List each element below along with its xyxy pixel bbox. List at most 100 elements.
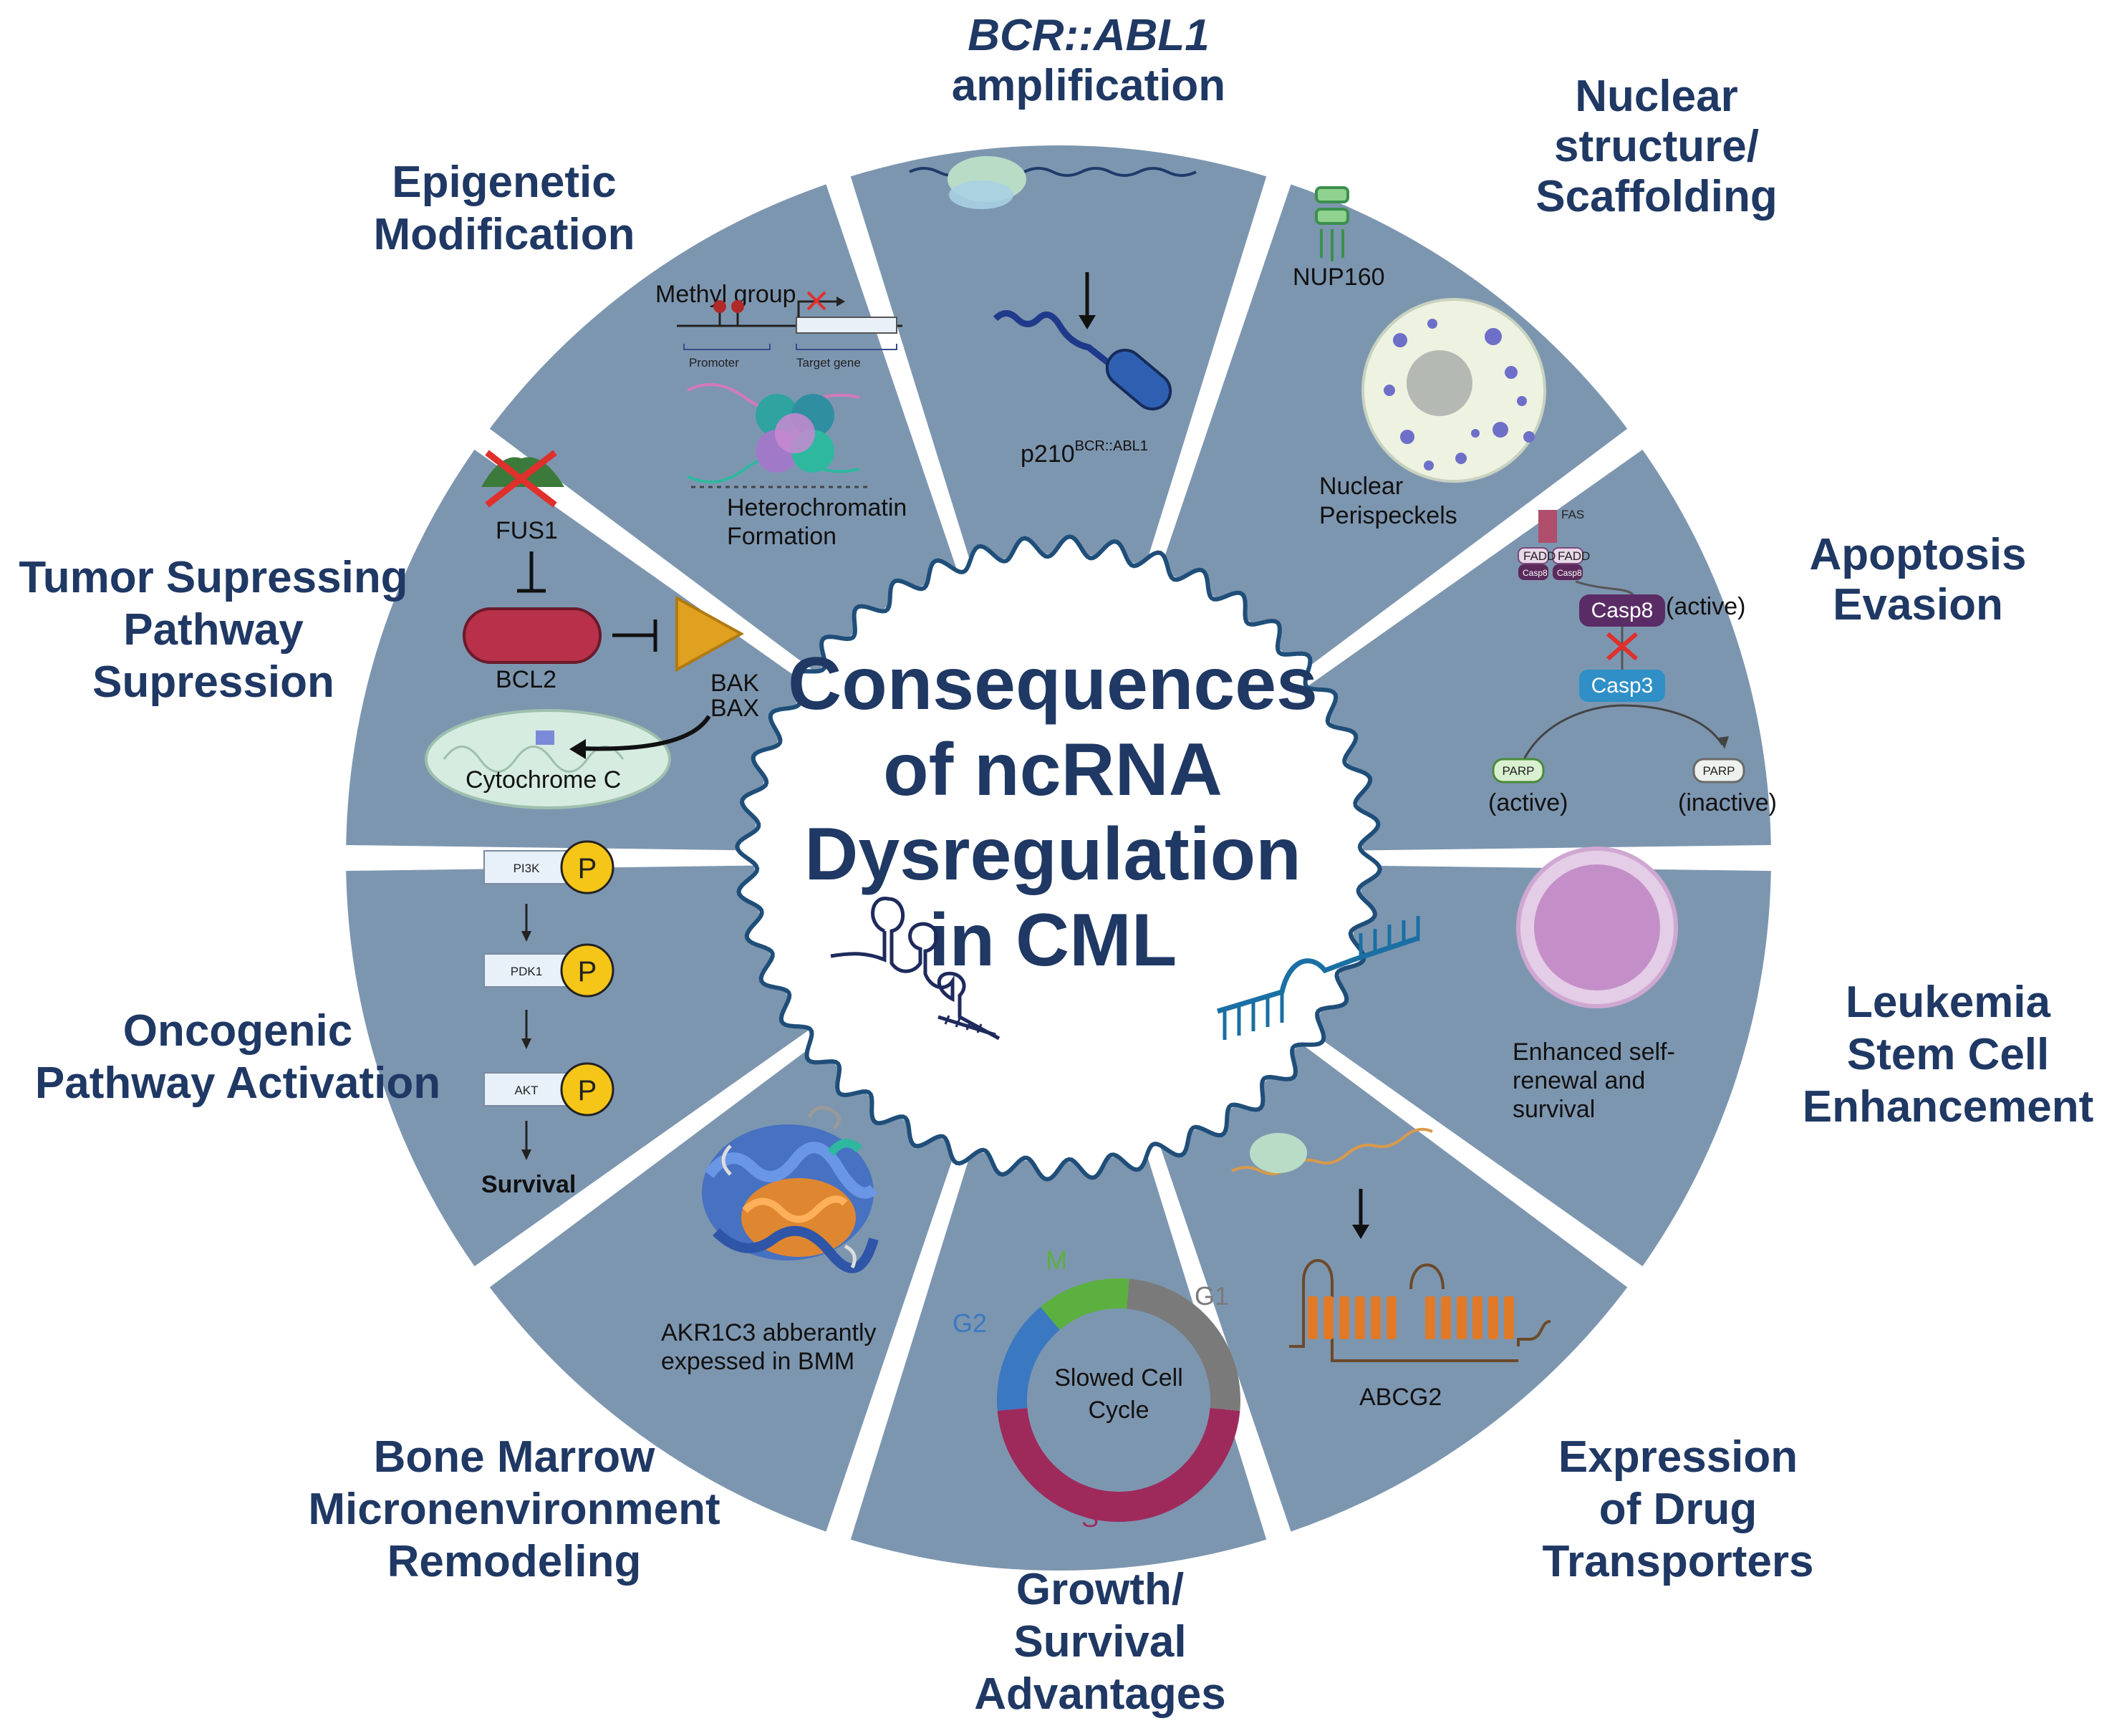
center-title-line-2: of ncRNA: [883, 728, 1223, 811]
phase-g1-label: G1: [1195, 1281, 1229, 1311]
methyl-icon-1: [713, 300, 726, 313]
stemcell-text-line-1: Enhanced self-: [1513, 1038, 1675, 1066]
fas-receptor-icon: [1538, 510, 1557, 543]
casp8-state-label: (active): [1666, 593, 1745, 620]
casp8-label: Casp8: [1591, 599, 1654, 622]
segment-bmm-content: AKR1C3 abberantly expessed in BMM: [661, 1106, 879, 1375]
survival-label: Survival: [481, 1171, 576, 1198]
release-arrow-icon: [579, 715, 711, 751]
label-bmm-line-1: Bone Marrow: [374, 1432, 655, 1482]
abcg2-helices: [1308, 1296, 1514, 1339]
label-growth-line-3: Advantages: [974, 1669, 1225, 1719]
parp-inactive-state: (inactive): [1678, 789, 1777, 816]
phospho-label-1: P: [578, 853, 597, 884]
segment-nuclear-content: NUP160 Nuclear Perispeckels: [1293, 186, 1546, 529]
segment-epigenetic-content: Methyl group Promoter Target gene Hetero…: [655, 281, 907, 550]
center-circle: [735, 534, 1382, 1182]
segment-drug-content: ABCG2: [1231, 1127, 1551, 1411]
blocked-x-icon: [1606, 632, 1638, 661]
label-epigenetic-line-2: Modification: [373, 210, 635, 259]
nup160-icon: [1315, 186, 1349, 261]
hetero-label-line-2: Formation: [727, 523, 836, 550]
label-growth-line-2: Survival: [1013, 1617, 1186, 1667]
phospho-icon-2: [560, 943, 614, 998]
parp-active-label: PARP: [1502, 764, 1534, 778]
stemcell-text-line-2: renewal and: [1513, 1067, 1645, 1094]
rna-hairpin-icon: [830, 897, 1001, 1041]
phospho-label-3: P: [578, 1075, 597, 1106]
hetero-label-line-1: Heterochromatin: [727, 494, 907, 521]
bak-label: BAK: [710, 670, 759, 697]
label-bmm-line-3: Remodeling: [387, 1537, 642, 1586]
rna-comb-icon: [1216, 916, 1420, 1040]
phase-g2-label: G2: [953, 1308, 987, 1338]
fadd-label-1: FADD: [1523, 549, 1556, 563]
methyl-icon-2: [731, 300, 744, 313]
phospho-icon-3: [560, 1062, 614, 1117]
cycle-phase-g1: [1127, 1278, 1241, 1411]
cytochrome-c-icon: [536, 730, 554, 745]
label-amplification-line-2: amplification: [952, 61, 1225, 110]
pi3k-box: [483, 850, 569, 884]
bcl2-label: BCL2: [496, 666, 556, 693]
target-gene-label: Target gene: [796, 356, 861, 370]
p210-label: p210BCR::ABL1: [1021, 438, 1148, 468]
cell-cycle-ring: [997, 1278, 1241, 1523]
pdk1-box: [483, 953, 569, 988]
label-bmm-line-2: Micronenvironment: [308, 1485, 720, 1534]
label-nuclear-line-3: Scaffolding: [1535, 172, 1778, 221]
segment-apoptosis-content: FAS FADD FADD Casp8 Casp8 Casp8 (active)…: [1488, 508, 1777, 816]
cycle-phase-g2: [997, 1306, 1060, 1411]
parp-inactive-label: PARP: [1702, 764, 1735, 778]
label-growth-line-1: Growth/: [1016, 1565, 1184, 1614]
target-gene-box: [796, 317, 897, 334]
speckle-label-line-1: Nuclear: [1319, 473, 1403, 500]
mitochondrion-icon: [425, 709, 671, 809]
nucleosome-icon: [687, 383, 870, 488]
pi3k-label: PI3K: [514, 862, 541, 875]
label-amplification-line-1: BCR::ABL1: [968, 11, 1210, 60]
stemcell-text-line-3: survival: [1513, 1096, 1595, 1123]
nup160-label: NUP160: [1293, 264, 1385, 291]
segment-stemcell-content: Enhanced self- renewal and survival: [1513, 847, 1678, 1123]
akr1c3-protein-icon: [702, 1106, 879, 1273]
label-oncogenic-line-2: Pathway Activation: [35, 1059, 440, 1108]
label-drug-line-2: of Drug: [1599, 1485, 1757, 1534]
promoter-label: Promoter: [689, 356, 739, 370]
disc-complex-icon: FADD FADD Casp8 Casp8: [1518, 547, 1590, 580]
phospho-label-2: P: [578, 956, 597, 988]
label-tumor-line-1: Tumor Supressing: [19, 553, 408, 602]
label-nuclear-line-1: Nuclear: [1575, 72, 1737, 121]
mrna-strand-icon: [1231, 1127, 1433, 1175]
segment-growth-content: Slowed Cell Cycle M G1 S G2: [953, 1245, 1241, 1533]
segment-amplification-content: p210BCR::ABL1: [909, 156, 1197, 468]
segment-oncogenic-content: PI3K P PDK1 P AKT P Survival: [481, 840, 614, 1198]
label-apoptosis-line-1: Apoptosis: [1809, 530, 2026, 579]
parp-inactive-box: [1692, 758, 1745, 783]
abcg2-transporter-icon: [1289, 1259, 1551, 1362]
segment-tumor-content: FUS1 BCL2 BAK BAX Cytochrome C: [425, 450, 759, 809]
phase-s-label: S: [1081, 1503, 1099, 1533]
cycle-phase-m: [1040, 1278, 1129, 1330]
pdk1-label: PDK1: [511, 965, 542, 978]
cycle-center-line-2: Cycle: [1088, 1397, 1149, 1424]
casp3-label: Casp3: [1591, 674, 1654, 698]
label-tumor-line-2: Pathway: [123, 605, 304, 655]
label-stemcell-line-3: Enhancement: [1803, 1082, 2094, 1132]
akt-label: AKT: [514, 1084, 538, 1097]
bak-bax-icon: [675, 595, 745, 672]
center-title: Consequences of ncRNA Dysregulation in C…: [788, 642, 1318, 982]
label-tumor-line-3: Supression: [92, 657, 334, 707]
label-epigenetic-line-1: Epigenetic: [392, 158, 617, 207]
label-drug-line-1: Expression: [1558, 1432, 1798, 1482]
fus1-blocked-x-icon: [485, 450, 557, 508]
speckle-label-line-2: Perispeckels: [1319, 502, 1457, 529]
parp-active-state: (active): [1488, 789, 1568, 816]
phospho-icon-1: [560, 840, 614, 894]
bax-label: BAX: [710, 695, 759, 722]
fas-label: FAS: [1561, 508, 1584, 521]
akt-box: [483, 1072, 569, 1106]
repressed-x-icon: [806, 291, 826, 311]
bmm-text-line-2: expessed in BMM: [661, 1348, 854, 1375]
